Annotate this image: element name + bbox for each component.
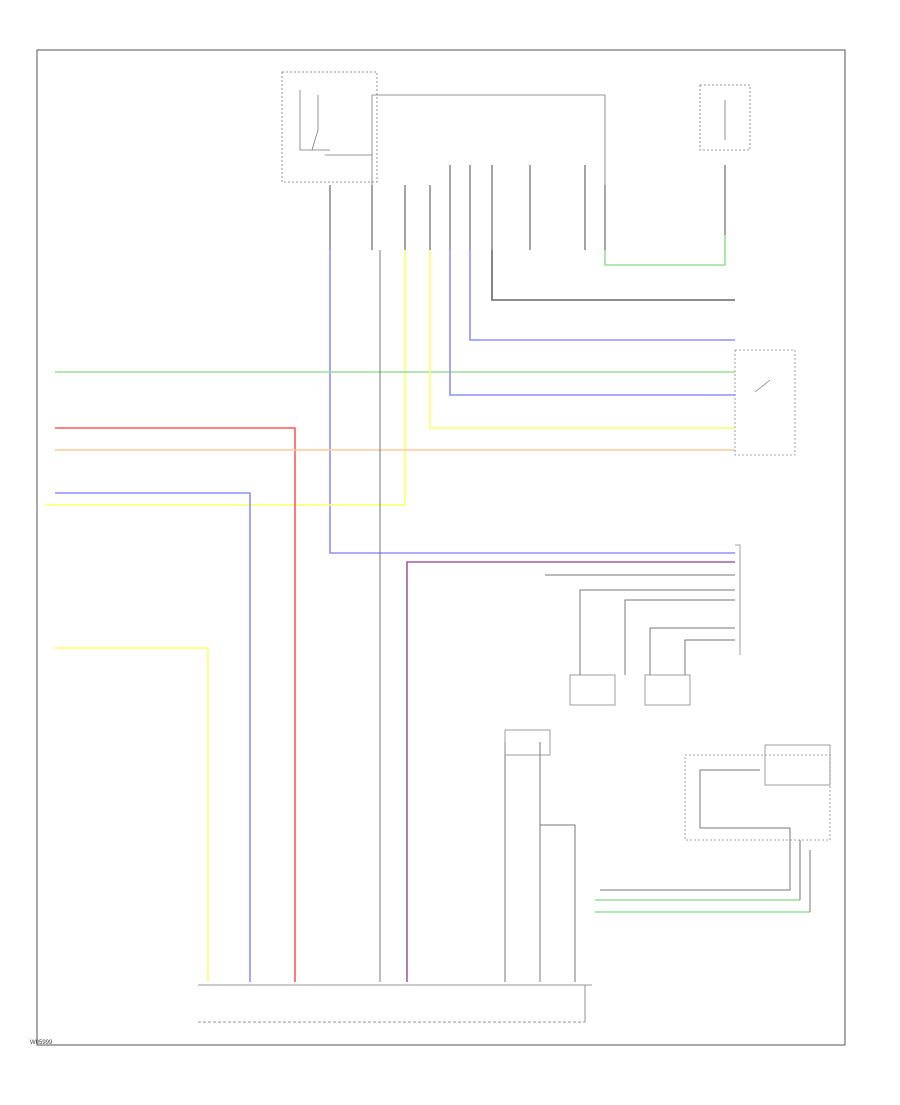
wire-green-top [604,235,726,266]
top-fuse-block [281,71,751,185]
wire-blue-mid [469,250,735,341]
wire-blue-switch [449,250,735,396]
wire-red-left [55,427,296,982]
wire-yellow-main [45,250,406,506]
wire-yellow-long [55,647,209,982]
ground-bus [198,984,592,1023]
grey-signal-wires [379,250,811,982]
wire-blue-left [55,492,251,982]
diagram-frame [36,49,846,1046]
page-code: W05999 [30,1040,53,1046]
colored-wires [45,235,810,982]
wire-purple-down [406,561,735,982]
wire-grey-top [491,250,735,301]
connector-stubs [329,165,726,250]
wire-blue-main [329,250,735,554]
wire-yellow-left [429,250,735,429]
right-components [504,349,831,841]
